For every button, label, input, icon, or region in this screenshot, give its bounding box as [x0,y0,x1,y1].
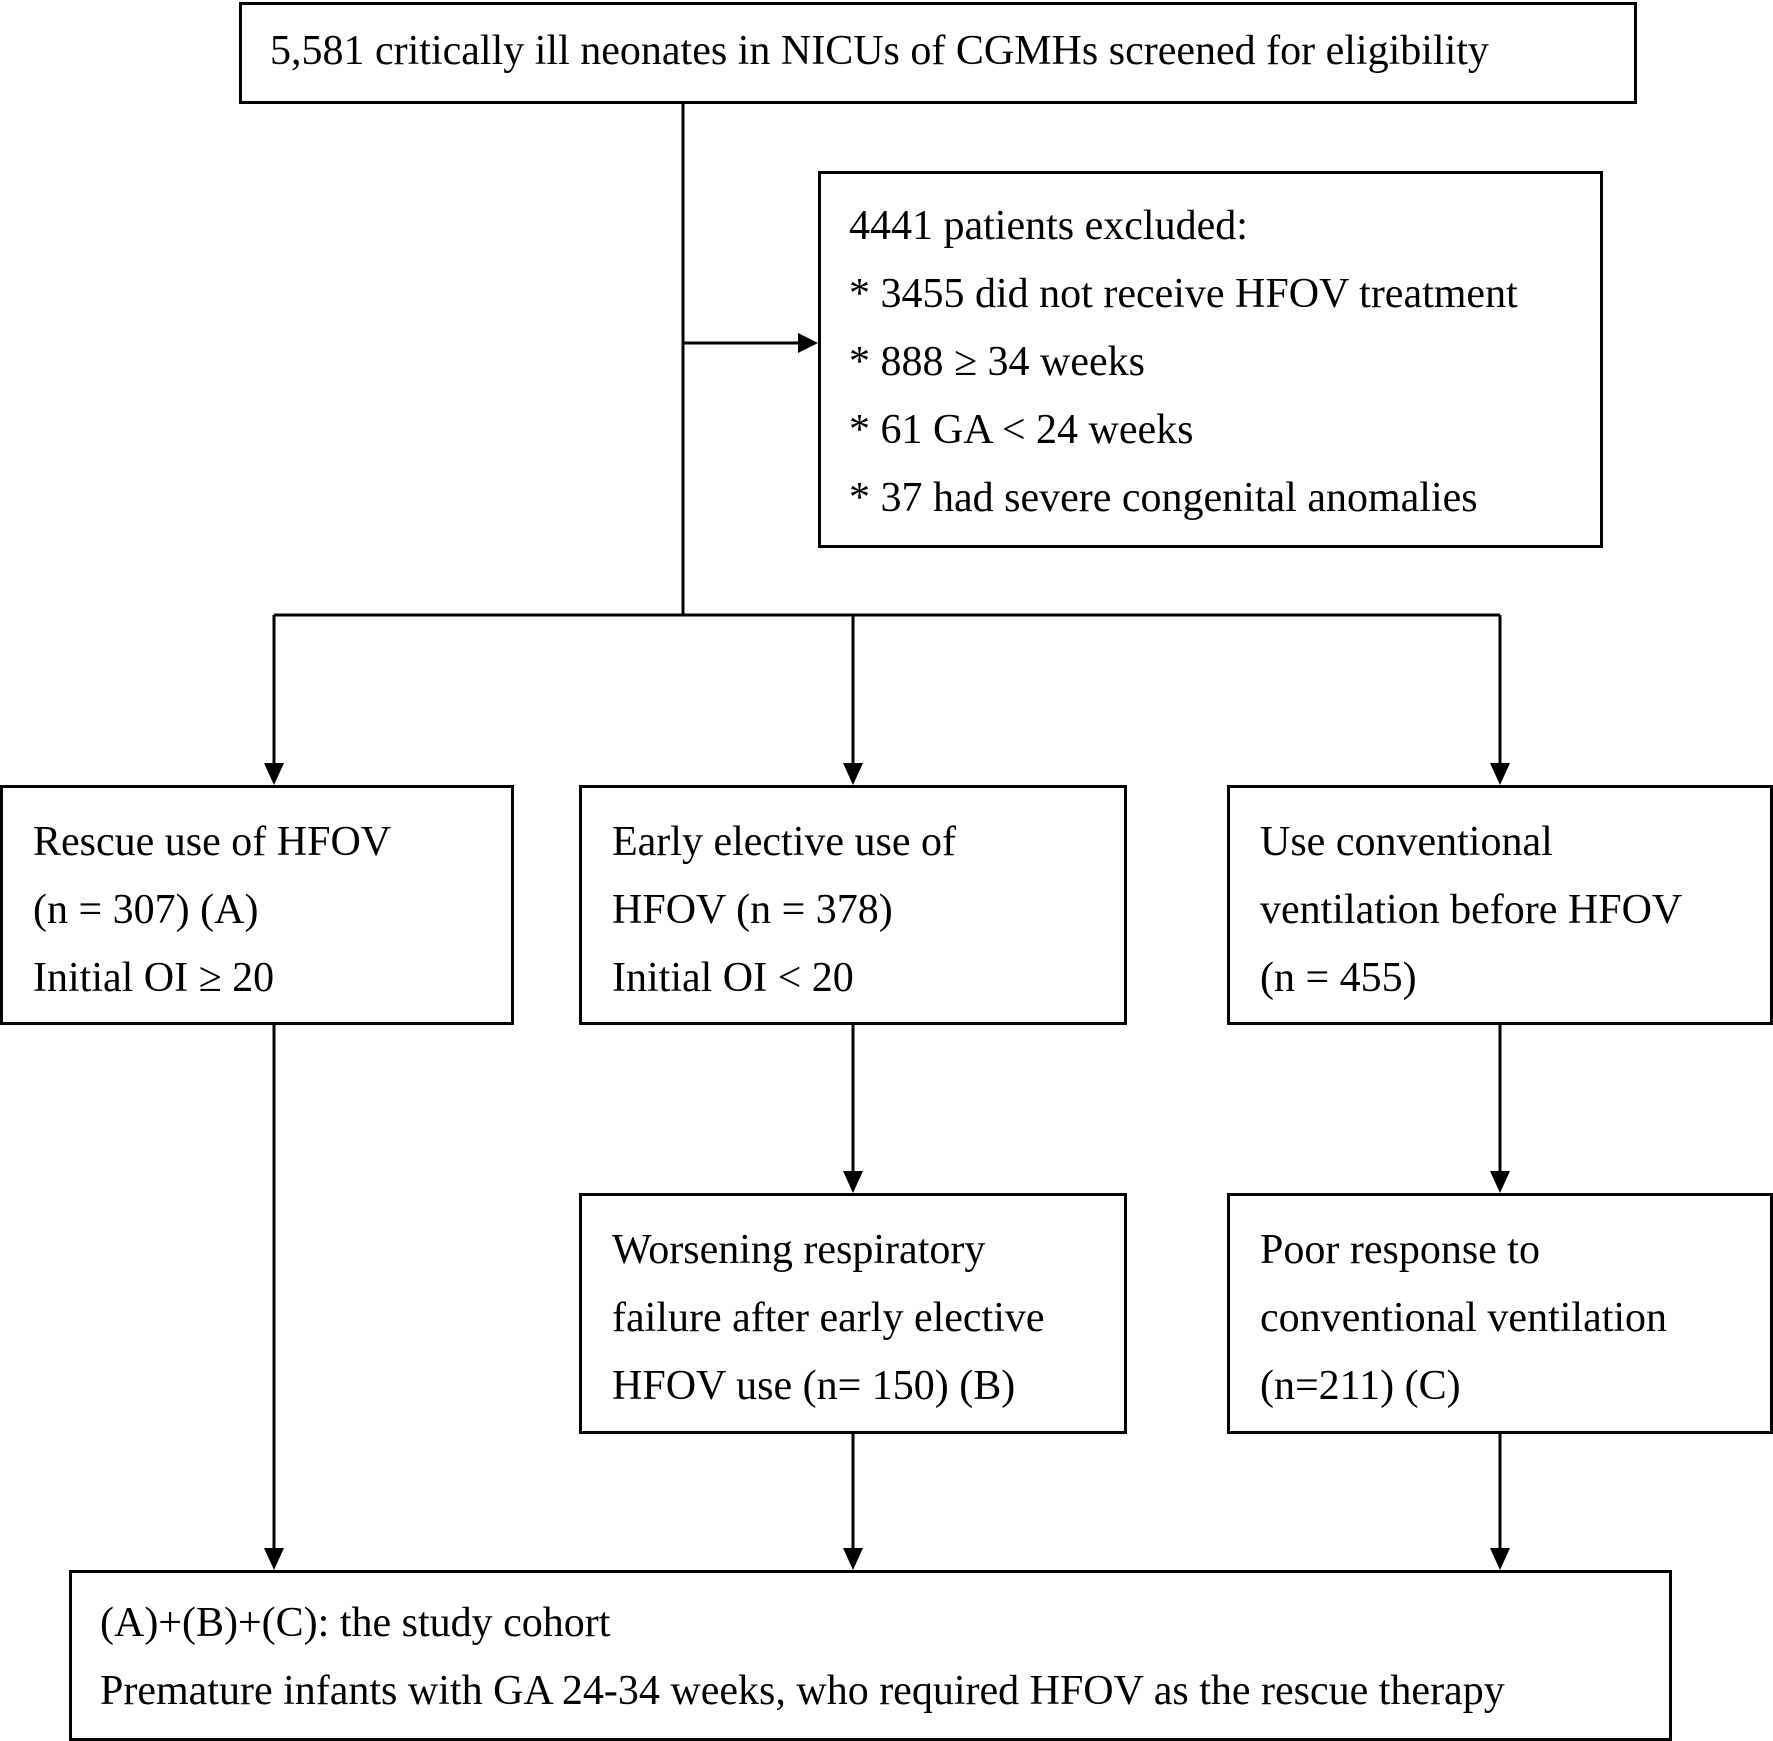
worsening-subgroup-box: Worsening respiratory failure after earl… [579,1193,1127,1434]
cohort-arrowhead-b [843,1548,863,1570]
early-arrowhead [843,763,863,785]
poor-response-line: (n=211) (C) [1260,1363,1461,1409]
poor-response-line: Poor response to [1260,1227,1540,1273]
conventional-line: (n = 455) [1260,955,1417,1001]
study-cohort-box: (A)+(B)+(C): the study cohort Premature … [69,1570,1672,1741]
poor-response-arrowhead [1490,1171,1510,1193]
early-line: Early elective use of [612,819,956,865]
exclusion-title: 4441 patients excluded: [849,203,1248,249]
rescue-line: Initial OI ≥ 20 [33,955,275,1001]
cohort-line: (A)+(B)+(C): the study cohort [100,1600,611,1646]
screening-text: 5,581 critically ill neonates in NICUs o… [270,28,1489,74]
exclusion-item: * 888 ≥ 34 weeks [849,339,1146,385]
worsening-line: failure after early elective [612,1295,1045,1341]
worsening-line: Worsening respiratory [612,1227,986,1273]
conventional-line: Use conventional [1260,819,1553,865]
cohort-arrowhead-a [264,1548,284,1570]
conventional-group-box: Use conventional ventilation before HFOV… [1227,785,1773,1025]
exclusion-item: * 61 GA < 24 weeks [849,407,1194,453]
early-line: Initial OI < 20 [612,955,854,1001]
exclusion-box: 4441 patients excluded: * 3455 did not r… [818,171,1603,548]
exclusion-arrowhead [798,333,818,353]
cohort-arrowhead-c [1490,1548,1510,1570]
rescue-group-box: Rescue use of HFOV (n = 307) (A) Initial… [0,785,514,1025]
early-elective-group-box: Early elective use of HFOV (n = 378) Ini… [579,785,1127,1025]
screening-box: 5,581 critically ill neonates in NICUs o… [239,2,1637,104]
worsening-arrowhead [843,1171,863,1193]
poor-response-subgroup-box: Poor response to conventional ventilatio… [1227,1193,1773,1434]
rescue-line: (n = 307) (A) [33,887,259,933]
exclusion-item: * 37 had severe congenital anomalies [849,475,1478,521]
rescue-arrowhead [264,763,284,785]
cohort-line: Premature infants with GA 24-34 weeks, w… [100,1668,1505,1714]
worsening-line: HFOV use (n= 150) (B) [612,1363,1016,1409]
poor-response-line: conventional ventilation [1260,1295,1668,1341]
early-line: HFOV (n = 378) [612,887,893,933]
rescue-line: Rescue use of HFOV [33,819,392,865]
exclusion-item: * 3455 did not receive HFOV treatment [849,271,1518,317]
conventional-arrowhead [1490,763,1510,785]
conventional-line: ventilation before HFOV [1260,887,1683,933]
